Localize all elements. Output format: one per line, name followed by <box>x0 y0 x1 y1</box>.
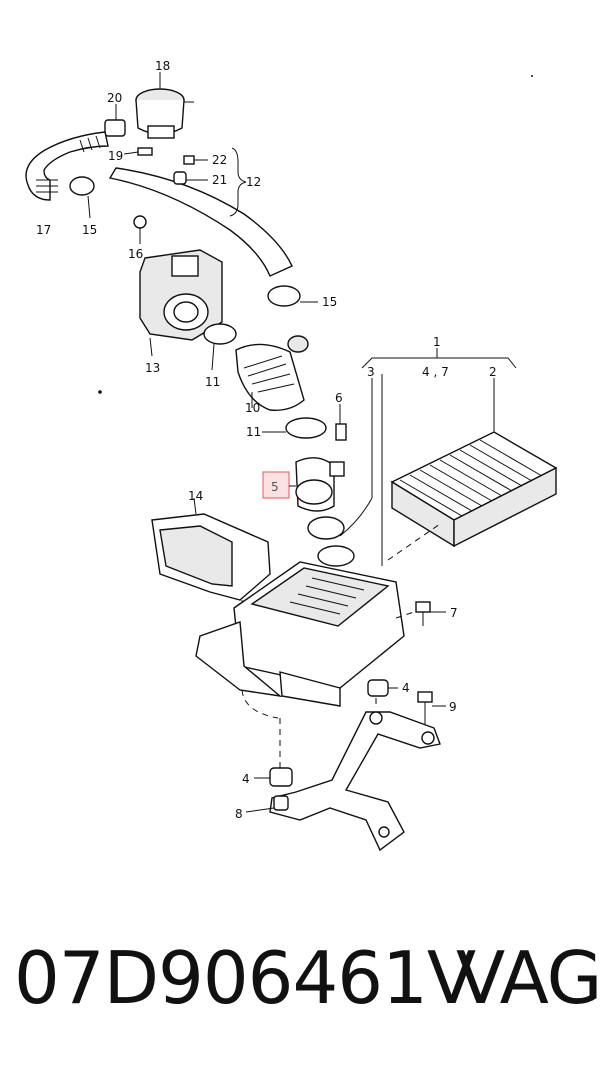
group-bracket-1 <box>361 357 517 369</box>
stray-dot <box>531 75 533 77</box>
label-part-5: 5 <box>271 480 279 494</box>
label-part-7: 7 <box>450 606 458 620</box>
hose-part-12 <box>108 167 293 277</box>
exploded-parts-diagram: 18 20 19 22 21 12 17 15 16 15 13 11 10 1… <box>25 59 558 852</box>
filter-element-part-2 <box>390 431 558 548</box>
grommet-part-4-left <box>254 767 293 787</box>
bolt-part-22 <box>183 155 208 165</box>
clamp-part-15-right <box>267 285 318 307</box>
label-part-2: 2 <box>489 365 497 379</box>
throttle-part-13 <box>139 249 223 357</box>
label-part-15-right: 15 <box>322 295 337 309</box>
air-filter-housing-part-3 <box>195 545 405 707</box>
bolt-part-9 <box>417 691 446 724</box>
label-part-9: 9 <box>449 700 457 714</box>
fastener-part-8 <box>245 795 289 813</box>
label-part-14: 14 <box>188 489 203 503</box>
label-part-15-left: 15 <box>82 223 97 237</box>
valve-part-18 <box>135 72 194 139</box>
o-ring <box>307 516 345 540</box>
mounting-bracket <box>269 711 441 852</box>
label-part-13: 13 <box>145 361 160 375</box>
label-part-11-upper: 11 <box>205 375 220 389</box>
clamp-part-11-upper <box>203 323 237 371</box>
screw-part-6 <box>335 404 347 441</box>
label-part-4-7: 4 , 7 <box>422 365 449 379</box>
hose-part-10 <box>235 335 309 411</box>
highlight-box-part-5 <box>262 471 290 499</box>
hose-part-17 <box>25 131 109 201</box>
screw-part-7 <box>415 601 446 626</box>
label-part-10: 10 <box>245 401 260 415</box>
label-part-20: 20 <box>107 91 122 105</box>
clamp-part-15-left <box>69 176 95 219</box>
label-part-22: 22 <box>212 153 227 167</box>
label-part-11-lower: 11 <box>246 425 261 439</box>
label-part-3: 3 <box>367 365 375 379</box>
grommet-part-4-right <box>367 679 398 697</box>
intake-duct-part-14 <box>151 497 271 601</box>
label-part-8: 8 <box>235 807 243 821</box>
label-part-4-right: 4 <box>402 681 410 695</box>
label-part-21: 21 <box>212 173 227 187</box>
stray-dot <box>98 390 102 394</box>
label-part-12: 12 <box>246 175 261 189</box>
label-part-17: 17 <box>36 223 51 237</box>
label-part-16: 16 <box>128 247 143 261</box>
clamp-part-11-lower <box>262 417 327 439</box>
label-part-18: 18 <box>155 59 170 73</box>
label-part-1: 1 <box>433 335 441 349</box>
label-part-6: 6 <box>335 391 343 405</box>
part-number: 07D906461V <box>14 936 476 1020</box>
sensor-part-5 <box>295 457 345 512</box>
screw-part-19 <box>123 147 153 156</box>
label-part-4-left: 4 <box>242 772 250 786</box>
guide-line <box>241 689 279 719</box>
grommet-part-21 <box>173 171 208 185</box>
bracket-12 <box>229 147 247 217</box>
label-part-19: 19 <box>108 149 123 163</box>
clip-part-20 <box>104 104 126 137</box>
brand-name: VAG <box>456 936 600 1020</box>
hose-ribs <box>36 135 101 193</box>
fastener-part-16 <box>133 215 147 244</box>
